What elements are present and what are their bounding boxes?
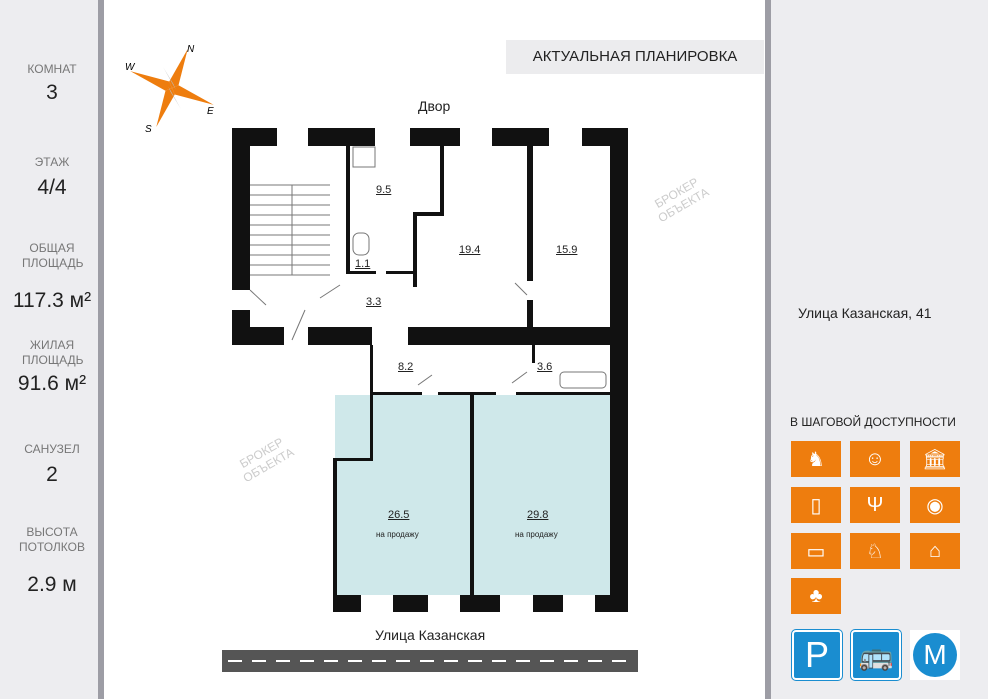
- stat-label: ЖИЛАЯ ПЛОЩАДЬ: [22, 338, 84, 367]
- stat-rooms: КОМНАТ 3: [0, 62, 104, 105]
- monument-icon: ♞: [791, 441, 841, 477]
- bus-icon: 🚌: [850, 629, 902, 681]
- room-label: 3.3: [366, 296, 382, 308]
- room-label: 1.1: [355, 258, 371, 270]
- info-panel: КОМНАТ 3 ЭТАЖ 4/4 ОБЩАЯ ПЛОЩАДЬ 117.3 м² ЖИ…: [0, 0, 104, 699]
- stat-value: 2.9 м: [27, 573, 77, 596]
- compass-n: N: [187, 44, 195, 55]
- compass-s: S: [145, 124, 152, 135]
- theatre-icon: ☺: [850, 441, 900, 477]
- stat-value: 4/4: [37, 176, 67, 199]
- stat-value: 3: [46, 81, 58, 104]
- room-26-5: [335, 395, 470, 595]
- school-icon: ▭: [791, 533, 841, 569]
- room-label: 19.4: [459, 244, 481, 256]
- room-label: 15.9: [556, 244, 578, 256]
- stat-label: ВЫСОТА ПОТОЛКОВ: [18, 525, 86, 554]
- for-sale-label: на продажу: [376, 530, 419, 539]
- stat-floor: ЭТАЖ 4/4: [0, 155, 104, 200]
- street-label: Улица Казанская: [375, 627, 486, 643]
- compass-e: E: [207, 106, 214, 117]
- address: Улица Казанская, 41: [798, 305, 932, 321]
- page-title: АКТУАЛЬНАЯ ПЛАНИРОВКА: [506, 40, 764, 74]
- stat-label: КОМНАТ: [27, 62, 77, 76]
- room-label: 8.2: [398, 361, 414, 373]
- stat-ceiling: ВЫСОТА ПОТОЛКОВ 2.9 м: [0, 525, 104, 597]
- sidebar: [765, 0, 988, 699]
- stat-value: 91.6 м²: [17, 372, 87, 395]
- metro-letter: M: [913, 633, 957, 677]
- stat-value: 117.3 м²: [12, 289, 92, 312]
- stat-label: ЭТАЖ: [34, 155, 70, 169]
- courtyard-label: Двор: [418, 98, 451, 114]
- stat-bathrooms: САНУЗЕЛ 2: [0, 442, 104, 487]
- walking-distance-title: В ШАГОВОЙ ДОСТУПНОСТИ: [790, 415, 956, 429]
- museum-icon: 🏛: [910, 441, 960, 477]
- stat-total-area: ОБЩАЯ ПЛОЩАДЬ 117.3 м²: [0, 241, 104, 313]
- kindergarten-icon: ♘: [850, 533, 900, 569]
- room-label: 29.8: [527, 509, 549, 521]
- room-29-8: [474, 395, 610, 595]
- cinema-icon: ◉: [910, 487, 960, 523]
- parking-icon: P: [791, 629, 843, 681]
- stat-value: 2: [46, 463, 58, 486]
- stat-label: САНУЗЕЛ: [24, 442, 80, 456]
- park-icon: ♣: [791, 578, 841, 614]
- room-label: 9.5: [376, 184, 392, 196]
- stat-living-area: ЖИЛАЯ ПЛОЩАДЬ 91.6 м²: [0, 338, 104, 396]
- compass-w: W: [125, 62, 136, 73]
- for-sale-label: на продажу: [515, 530, 558, 539]
- compass-rose-icon: N E S W: [125, 44, 214, 135]
- room-label: 3.6: [537, 361, 553, 373]
- stairs: [249, 146, 607, 389]
- restaurant-icon: Ψ: [850, 487, 900, 523]
- church-icon: ⌂: [910, 533, 960, 569]
- room-label: 26.5: [388, 509, 410, 521]
- stat-label: ОБЩАЯ ПЛОЩАДЬ: [22, 241, 84, 270]
- shopping-icon: ▯: [791, 487, 841, 523]
- metro-icon: M: [910, 630, 960, 680]
- walls: [232, 128, 628, 612]
